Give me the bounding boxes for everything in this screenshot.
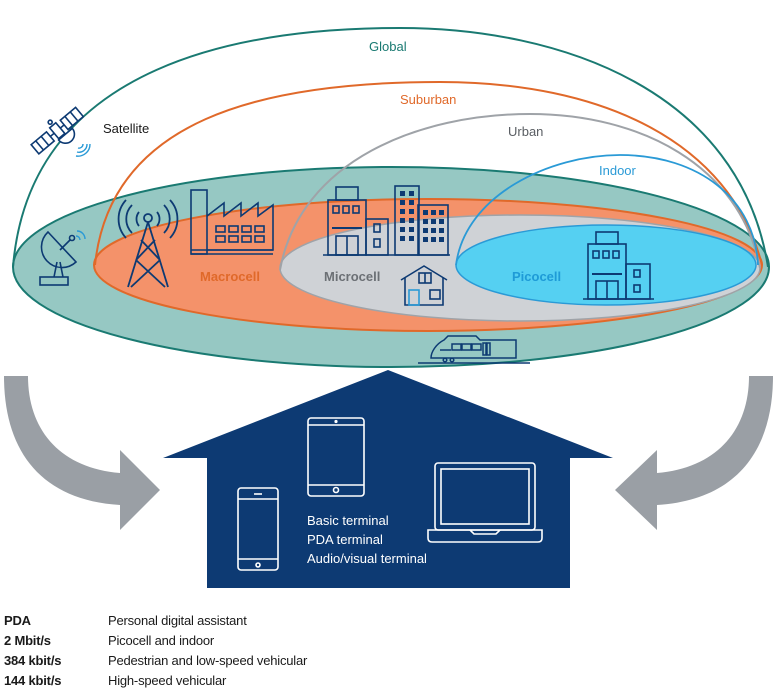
smartphone-icon <box>237 487 279 571</box>
terminal-label-basic: Basic terminal <box>307 513 389 528</box>
abbreviation-legend: PDA Personal digital assistant 2 Mbit/s … <box>4 611 504 691</box>
satellite-label: Satellite <box>103 121 149 136</box>
radio-tower-icon <box>117 199 179 288</box>
indoor-label: Indoor <box>599 163 637 178</box>
legend-row: PDA Personal digital assistant <box>4 611 504 631</box>
picocell-label: Picocell <box>512 269 561 284</box>
factory-icon <box>190 189 274 255</box>
legend-value: Personal digital assistant <box>108 613 247 628</box>
right-curved-arrow <box>615 376 773 530</box>
microcell-label: Microcell <box>324 269 380 284</box>
left-curved-arrow <box>4 376 160 530</box>
legend-value: Picocell and indoor <box>108 633 215 648</box>
global-label: Global <box>369 39 407 54</box>
legend-key: 384 kbit/s <box>4 653 62 668</box>
picocell-building-icon <box>583 231 654 300</box>
terminal-label-pda: PDA terminal <box>307 532 383 547</box>
laptop-icon <box>427 462 543 543</box>
legend-row: 144 kbit/s High-speed vehicular <box>4 671 504 691</box>
legend-row: 2 Mbit/s Picocell and indoor <box>4 631 504 651</box>
satellite-signal-icon <box>75 143 91 157</box>
legend-row: 384 kbit/s Pedestrian and low-speed vehi… <box>4 651 504 671</box>
coverage-diagram: Global Suburban Urban Indoor Satellite M… <box>4 26 773 588</box>
tower-block-windows <box>400 191 444 242</box>
indoor-dome <box>455 154 759 266</box>
legend-value: High-speed vehicular <box>108 673 227 688</box>
tablet-icon <box>307 417 365 497</box>
terminal-label-av: Audio/visual terminal <box>307 551 427 566</box>
legend-value: Pedestrian and low-speed vehicular <box>108 653 308 668</box>
picocell-ground-ellipse <box>455 224 757 306</box>
dish-signal-icon <box>75 230 86 241</box>
suburban-dome <box>94 80 763 266</box>
train-icon <box>418 335 530 364</box>
legend-key: 2 Mbit/s <box>4 633 51 648</box>
legend-key: 144 kbit/s <box>4 673 62 688</box>
legend-key: PDA <box>4 613 31 628</box>
terminal-house-shape <box>163 370 613 588</box>
house-icon <box>400 265 448 306</box>
urban-label: Urban <box>508 124 543 139</box>
macrocell-label: Macrocell <box>200 269 260 284</box>
satellite-icon <box>30 106 85 156</box>
satellite-dish-icon <box>39 230 78 286</box>
suburban-label: Suburban <box>400 92 456 107</box>
office-buildings-icon <box>323 185 450 256</box>
